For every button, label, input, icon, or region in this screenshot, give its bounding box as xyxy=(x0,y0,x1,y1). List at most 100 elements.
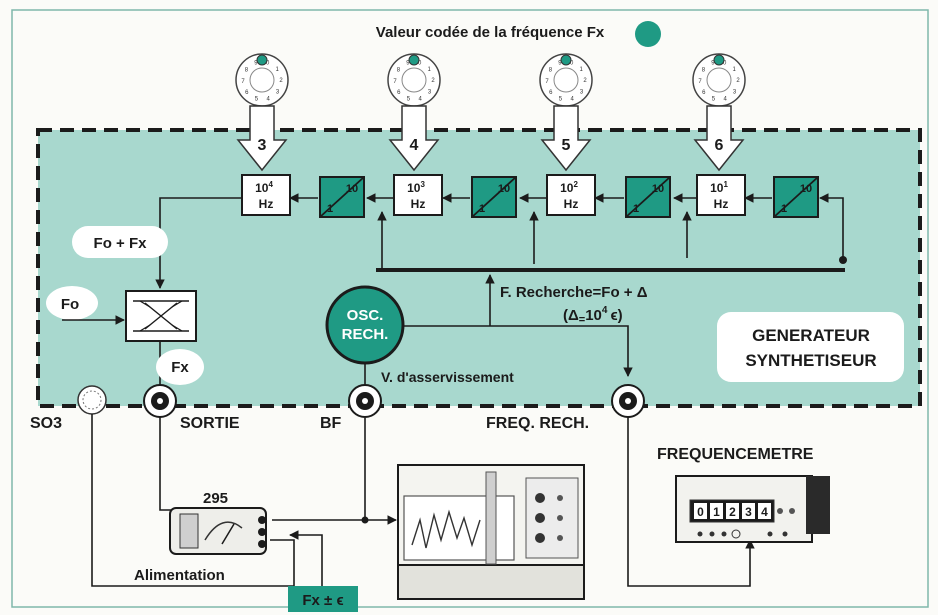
dial-number: 6 xyxy=(715,137,724,154)
dial-digit: 8 xyxy=(549,68,553,74)
freq-rech-label: FREQ. RECH. xyxy=(486,415,589,432)
dial-digit: 0 xyxy=(266,60,270,66)
so3-connector xyxy=(77,385,107,415)
counter-digit-cell xyxy=(694,503,707,519)
dial-digit: 4 xyxy=(266,96,270,102)
counter-digit-cell xyxy=(710,503,723,519)
dial-digit: 4 xyxy=(723,96,727,102)
divider-block-3: 10 1 xyxy=(625,176,671,218)
dial-digit: 5 xyxy=(559,97,563,103)
fo-fx-bubble xyxy=(72,226,168,258)
dial-digit: 9 xyxy=(254,61,258,67)
dial-arrow xyxy=(236,105,288,172)
dial-digit: 7 xyxy=(545,79,549,85)
divider-bottom: 1 xyxy=(781,203,787,215)
diagram-title: Valeur codée de la fréquence Fx xyxy=(376,24,605,41)
fx-label: Fx xyxy=(171,359,189,376)
sortie-connector xyxy=(143,384,177,418)
dial-digit: 0 xyxy=(570,60,574,66)
bf-label: BF xyxy=(320,415,342,432)
recherche-label: F. Recherche=Fo + Δ xyxy=(500,284,648,301)
divider-bottom: 1 xyxy=(479,203,485,215)
dial-digit: 9 xyxy=(558,61,562,67)
divider-top: 10 xyxy=(498,183,510,195)
dial-digit: 8 xyxy=(702,68,706,74)
dial-digit: 3 xyxy=(276,89,280,95)
dial-digit: 9 xyxy=(406,61,410,67)
sortie-label: SORTIE xyxy=(180,415,240,432)
dial-digit: 7 xyxy=(393,79,397,85)
divider-block-2: 10 1 xyxy=(471,176,517,218)
generator-label-box xyxy=(717,312,904,382)
dial-digit: 3 xyxy=(580,89,584,95)
divider-bottom: 1 xyxy=(633,203,639,215)
dial-digit: 6 xyxy=(549,90,553,96)
hz-block-unit: Hz xyxy=(714,197,729,211)
hz-block-unit: Hz xyxy=(411,197,426,211)
dial-digit: 3 xyxy=(733,89,737,95)
fx-eps-label: Fx ± ϵ xyxy=(302,592,343,609)
dial-digit: 5 xyxy=(255,97,259,103)
dial-digit: 1 xyxy=(428,67,432,73)
counter-digit: 2 xyxy=(729,505,736,519)
chain-connectors xyxy=(155,193,844,289)
dial-digit: 1 xyxy=(276,67,280,73)
dial-digit: 9 xyxy=(711,61,715,67)
dial-digit: 7 xyxy=(241,79,245,85)
dial-digit: 6 xyxy=(397,90,401,96)
bf-connector xyxy=(348,384,382,418)
dial-digit: 0 xyxy=(723,60,727,66)
fx-eps-box xyxy=(288,586,358,612)
divider-top: 10 xyxy=(652,183,664,195)
counter-digit: 1 xyxy=(713,505,720,519)
osc-label-2: RECH. xyxy=(342,326,389,343)
counter-digit: 0 xyxy=(697,505,704,519)
divider-bottom: 1 xyxy=(327,203,333,215)
dial-digit: 2 xyxy=(583,78,587,84)
dial-digit: 6 xyxy=(245,90,249,96)
dial-digit: 7 xyxy=(698,79,702,85)
fo-fx-label: Fo + Fx xyxy=(94,235,148,252)
recorder-device xyxy=(397,464,585,600)
dial-number: 3 xyxy=(258,137,267,154)
dial-arrow xyxy=(693,105,745,172)
dial-arrow xyxy=(388,105,440,172)
generator-label-1: GENERATEUR xyxy=(752,326,870,345)
dial-digit: 1 xyxy=(580,67,584,73)
dial-number: 5 xyxy=(562,137,571,154)
dial-digit: 2 xyxy=(279,78,283,84)
dial-digit: 6 xyxy=(702,90,706,96)
dial-digit: 2 xyxy=(431,78,435,84)
outer-frame xyxy=(11,9,929,608)
osc-label-1: OSC. xyxy=(347,307,384,324)
dial-digit: 4 xyxy=(418,96,422,102)
dial-digit: 1 xyxy=(733,67,737,73)
bf-junction xyxy=(361,516,369,524)
counter-digit-cell xyxy=(726,503,739,519)
divider-block-4: 101 xyxy=(773,176,819,218)
frequencemetre-label: FREQUENCEMETRE xyxy=(657,446,814,463)
dial-arrow xyxy=(540,105,592,172)
mixer-block xyxy=(125,290,197,342)
osc-rech: OSC. RECH. xyxy=(325,285,405,365)
divider-top: 10 xyxy=(346,183,358,195)
counter-digit-cell xyxy=(758,503,771,519)
dial-digit: 0 xyxy=(418,60,422,66)
freq-rech-connector xyxy=(611,384,645,418)
hz-block-unit: Hz xyxy=(259,197,274,211)
dial-number: 4 xyxy=(410,137,419,154)
search-bus xyxy=(376,211,847,326)
divider-block-1: 10 1 xyxy=(319,176,365,218)
counter-digit: 4 xyxy=(761,505,768,519)
so3-label: SO3 xyxy=(30,415,62,432)
counter-digit-cell xyxy=(742,503,755,519)
